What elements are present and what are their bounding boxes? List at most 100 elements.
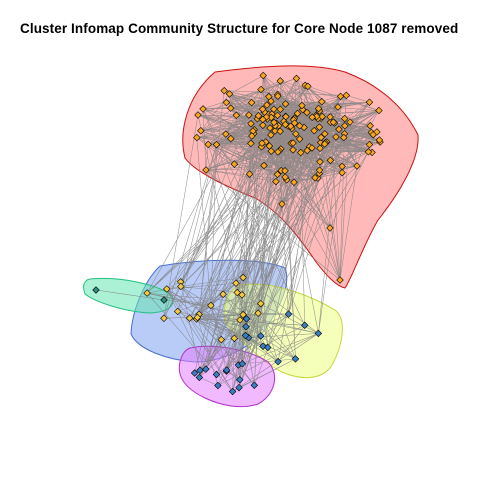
node-yellow bbox=[284, 310, 293, 318]
node-core bbox=[193, 133, 201, 142]
node-core bbox=[338, 162, 346, 171]
node-core bbox=[276, 77, 284, 85]
node-core bbox=[248, 132, 256, 140]
node-core bbox=[290, 178, 298, 186]
node-core bbox=[222, 98, 231, 107]
node-core bbox=[267, 97, 275, 105]
node-blue bbox=[232, 279, 240, 287]
node-core bbox=[289, 146, 297, 154]
node-core bbox=[204, 140, 212, 149]
node-core bbox=[342, 91, 351, 100]
node-core bbox=[270, 118, 278, 127]
node-core bbox=[316, 144, 324, 153]
node-magenta bbox=[214, 381, 222, 390]
node-core bbox=[257, 85, 265, 94]
node-core bbox=[266, 124, 274, 132]
node-core bbox=[334, 103, 342, 111]
node-yellow bbox=[264, 343, 272, 352]
node-blue bbox=[254, 309, 262, 317]
node-core bbox=[336, 276, 344, 284]
node-core bbox=[225, 90, 234, 98]
node-core bbox=[310, 126, 318, 135]
node-core bbox=[281, 167, 289, 175]
node-core bbox=[326, 224, 334, 232]
node-core bbox=[247, 98, 256, 107]
node-magenta bbox=[250, 381, 259, 389]
node-core bbox=[276, 127, 284, 135]
node-yellow bbox=[300, 321, 309, 329]
network-nodes bbox=[92, 71, 384, 396]
node-core bbox=[265, 142, 274, 150]
node-core bbox=[292, 74, 301, 83]
node-core bbox=[366, 122, 374, 130]
node-core bbox=[335, 125, 343, 133]
node-core bbox=[259, 115, 267, 124]
node-blue bbox=[217, 335, 225, 344]
node-core bbox=[220, 86, 228, 95]
node-core bbox=[314, 104, 323, 113]
node-blue bbox=[173, 307, 182, 316]
node-core bbox=[295, 135, 304, 143]
node-core bbox=[332, 133, 340, 141]
node-core bbox=[308, 113, 316, 121]
network-edges bbox=[95, 75, 381, 392]
node-core bbox=[281, 100, 290, 108]
node-blue bbox=[143, 289, 151, 297]
edge-bundle bbox=[95, 75, 381, 392]
node-core bbox=[373, 128, 381, 136]
node-core bbox=[258, 105, 267, 113]
node-core bbox=[290, 119, 299, 127]
node-core bbox=[222, 130, 230, 138]
node-core bbox=[271, 127, 279, 135]
node-blue bbox=[193, 313, 202, 322]
node-core bbox=[212, 140, 221, 149]
node-green bbox=[92, 286, 100, 294]
node-core bbox=[304, 82, 312, 91]
node-core bbox=[326, 113, 334, 121]
node-yellow bbox=[314, 329, 323, 338]
node-core bbox=[364, 148, 373, 156]
node-core bbox=[247, 139, 255, 148]
node-blue bbox=[257, 299, 265, 308]
node-core bbox=[281, 173, 289, 181]
node-core bbox=[259, 121, 267, 129]
node-core bbox=[375, 136, 384, 144]
node-core bbox=[365, 140, 374, 149]
node-blue bbox=[230, 334, 239, 343]
node-core bbox=[232, 111, 241, 120]
node-magenta bbox=[236, 375, 244, 384]
node-core bbox=[308, 144, 316, 152]
node-core bbox=[298, 105, 307, 114]
node-magenta bbox=[195, 373, 204, 382]
node-core bbox=[254, 112, 263, 120]
node-core bbox=[245, 170, 254, 178]
node-blue bbox=[238, 291, 246, 299]
node-core bbox=[321, 130, 329, 138]
node-magenta bbox=[238, 360, 247, 368]
node-magenta bbox=[202, 365, 210, 373]
node-core bbox=[247, 119, 255, 128]
node-core bbox=[278, 200, 286, 208]
node-core bbox=[259, 71, 267, 80]
node-magenta bbox=[212, 370, 221, 379]
node-core bbox=[194, 111, 202, 119]
node-core bbox=[329, 118, 338, 126]
node-core bbox=[258, 139, 266, 147]
node-core bbox=[340, 133, 348, 142]
node-core bbox=[365, 98, 374, 106]
node-core bbox=[295, 122, 304, 130]
node-core bbox=[315, 123, 324, 131]
node-core bbox=[326, 156, 335, 165]
node-core bbox=[273, 170, 282, 179]
node-core bbox=[267, 147, 275, 155]
node-core bbox=[298, 101, 306, 110]
node-core bbox=[286, 122, 295, 130]
node-blue bbox=[233, 288, 241, 297]
node-blue bbox=[239, 310, 247, 319]
node-blue bbox=[236, 316, 244, 324]
node-blue bbox=[219, 290, 227, 298]
node-yellow bbox=[242, 322, 250, 331]
node-blue bbox=[163, 285, 171, 293]
